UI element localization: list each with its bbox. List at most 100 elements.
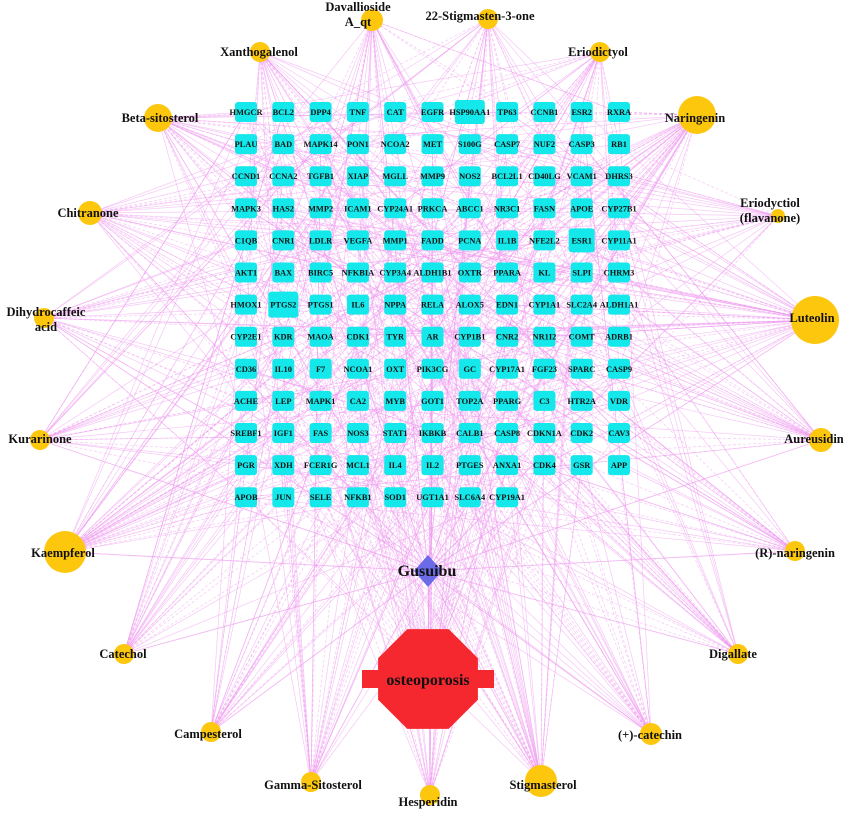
disease-node[interactable]: osteoporosis — [362, 629, 494, 729]
compound-node[interactable]: (+)-catechin — [618, 723, 682, 745]
compound-node[interactable]: Catechol — [99, 644, 147, 664]
target-node[interactable]: IL6 — [346, 294, 369, 315]
target-node[interactable]: PPARA — [493, 262, 521, 283]
target-node[interactable]: CDK2 — [570, 423, 593, 443]
target-node[interactable]: FAS — [309, 423, 332, 443]
target-node[interactable]: MCL1 — [346, 455, 370, 476]
target-node[interactable]: SLC6A4 — [454, 487, 486, 508]
target-node[interactable]: PPARG — [493, 390, 522, 411]
target-node[interactable]: BCL2 — [272, 102, 295, 122]
target-node[interactable]: VEGFA — [344, 230, 373, 251]
target-node[interactable]: ALDH1B1 — [413, 262, 452, 283]
target-node[interactable]: NFKB1 — [344, 487, 372, 508]
compound-node[interactable]: Gamma-Sitosterol — [264, 772, 362, 792]
target-node[interactable]: CASP3 — [569, 134, 595, 155]
target-node[interactable]: CYP1A1 — [529, 294, 561, 315]
target-node[interactable]: EDN1 — [496, 294, 519, 315]
target-node[interactable]: CCNB1 — [530, 102, 558, 122]
target-node[interactable]: MAPK3 — [231, 198, 261, 219]
target-node[interactable]: CYP17A1 — [489, 358, 525, 379]
target-node[interactable]: CYP3A4 — [379, 262, 412, 283]
target-node[interactable]: HAS2 — [272, 198, 295, 219]
target-node[interactable]: C3 — [533, 390, 556, 411]
target-node[interactable]: ADRB1 — [605, 326, 633, 347]
target-node[interactable]: COMT — [569, 326, 595, 347]
target-node[interactable]: IL10 — [272, 358, 295, 379]
target-node[interactable]: UGT1A1 — [416, 487, 449, 508]
target-node[interactable]: PCNA — [458, 230, 481, 251]
target-node[interactable]: ACHE — [234, 390, 259, 411]
target-node[interactable]: BIRC5 — [308, 262, 333, 283]
target-node[interactable]: TGFB1 — [307, 166, 334, 187]
target-node[interactable]: CDKN1A — [527, 423, 562, 443]
target-node[interactable]: CCNA2 — [269, 166, 297, 187]
target-node[interactable]: SLPI — [570, 262, 593, 283]
target-node[interactable]: NPPA — [384, 294, 407, 315]
target-node[interactable]: CYP1B1 — [454, 326, 485, 347]
compound-node[interactable]: Kaempferol — [31, 531, 95, 573]
target-node[interactable]: RXRA — [607, 102, 631, 122]
target-node[interactable]: CDK4 — [533, 455, 557, 476]
target-node[interactable]: XDH — [272, 455, 295, 476]
compound-node[interactable]: Digallate — [709, 644, 757, 664]
target-node[interactable]: SPARC — [568, 358, 595, 379]
target-node[interactable]: MYB — [384, 390, 407, 411]
target-node[interactable]: PGR — [235, 455, 257, 476]
target-node[interactable]: NR1I2 — [533, 326, 557, 347]
target-node[interactable]: ESR2 — [570, 102, 593, 122]
target-node[interactable]: DPP4 — [309, 102, 332, 122]
target-node[interactable]: NFE2L2 — [529, 230, 560, 251]
target-node[interactable]: PRKCA — [418, 198, 448, 219]
target-node[interactable]: BAX — [272, 262, 295, 283]
target-node[interactable]: APOB — [234, 487, 258, 508]
compound-node[interactable]: Stigmasterol — [509, 765, 577, 797]
target-node[interactable]: OXT — [384, 358, 407, 379]
target-node[interactable]: CD36 — [235, 358, 257, 379]
target-node[interactable]: PON1 — [346, 134, 369, 155]
compound-node[interactable]: Kurarinone — [8, 430, 72, 450]
target-node[interactable]: PTGS2 — [268, 291, 299, 318]
target-node[interactable]: MMP1 — [383, 230, 408, 251]
target-node[interactable]: OXTR — [458, 262, 483, 283]
target-node[interactable]: CNR2 — [496, 326, 518, 347]
target-node[interactable]: ESR1 — [568, 228, 595, 253]
target-node[interactable]: MET — [421, 134, 444, 155]
target-node[interactable]: PTGS1 — [308, 294, 334, 315]
compound-node[interactable]: Beta-sitosterol — [122, 104, 199, 132]
target-node[interactable]: MAOA — [307, 326, 334, 347]
target-node[interactable]: IKBKB — [419, 423, 447, 443]
target-node[interactable]: MMP2 — [308, 198, 333, 219]
target-node[interactable]: STAT1 — [383, 423, 408, 443]
target-node[interactable]: CASP7 — [494, 134, 520, 155]
compound-node[interactable]: 22-Stigmasten-3-one — [425, 9, 535, 29]
target-node[interactable]: FADD — [421, 230, 444, 251]
target-node[interactable]: CAV3 — [608, 423, 630, 443]
target-node[interactable]: GSR — [570, 455, 593, 476]
target-node[interactable]: SLC2A4 — [566, 294, 598, 315]
target-node[interactable]: AKT1 — [235, 262, 257, 283]
target-node[interactable]: CYP11A1 — [601, 230, 637, 251]
compound-node[interactable]: Naringenin — [665, 96, 725, 134]
target-node[interactable]: SELE — [309, 487, 332, 508]
target-node[interactable]: CYP19A1 — [489, 487, 525, 508]
target-node[interactable]: LEP — [272, 390, 295, 411]
target-node[interactable]: NCOA2 — [381, 134, 410, 155]
compound-node[interactable]: Chitranone — [57, 201, 119, 225]
target-node[interactable]: LDLR — [309, 230, 333, 251]
target-node[interactable]: ANXA1 — [493, 455, 521, 476]
target-node[interactable]: JUN — [272, 487, 295, 508]
target-node[interactable]: PIK3CG — [417, 358, 449, 379]
target-node[interactable]: IL4 — [384, 455, 407, 476]
target-node[interactable]: HSP90AA1 — [449, 100, 490, 124]
target-node[interactable]: CHRM3 — [604, 262, 635, 283]
target-node[interactable]: NR3C1 — [494, 198, 521, 219]
compound-node[interactable]: Eriodictyol — [568, 42, 628, 62]
target-node[interactable]: MMP9 — [420, 166, 445, 187]
target-node[interactable]: NFKBIA — [342, 262, 375, 283]
compound-node[interactable]: Campesterol — [174, 722, 242, 742]
target-node[interactable]: CYP24A1 — [377, 198, 413, 219]
target-node[interactable]: C1QB — [235, 230, 258, 251]
herb-node[interactable]: Gusuibu — [398, 555, 457, 587]
target-node[interactable]: CDK1 — [346, 326, 369, 347]
